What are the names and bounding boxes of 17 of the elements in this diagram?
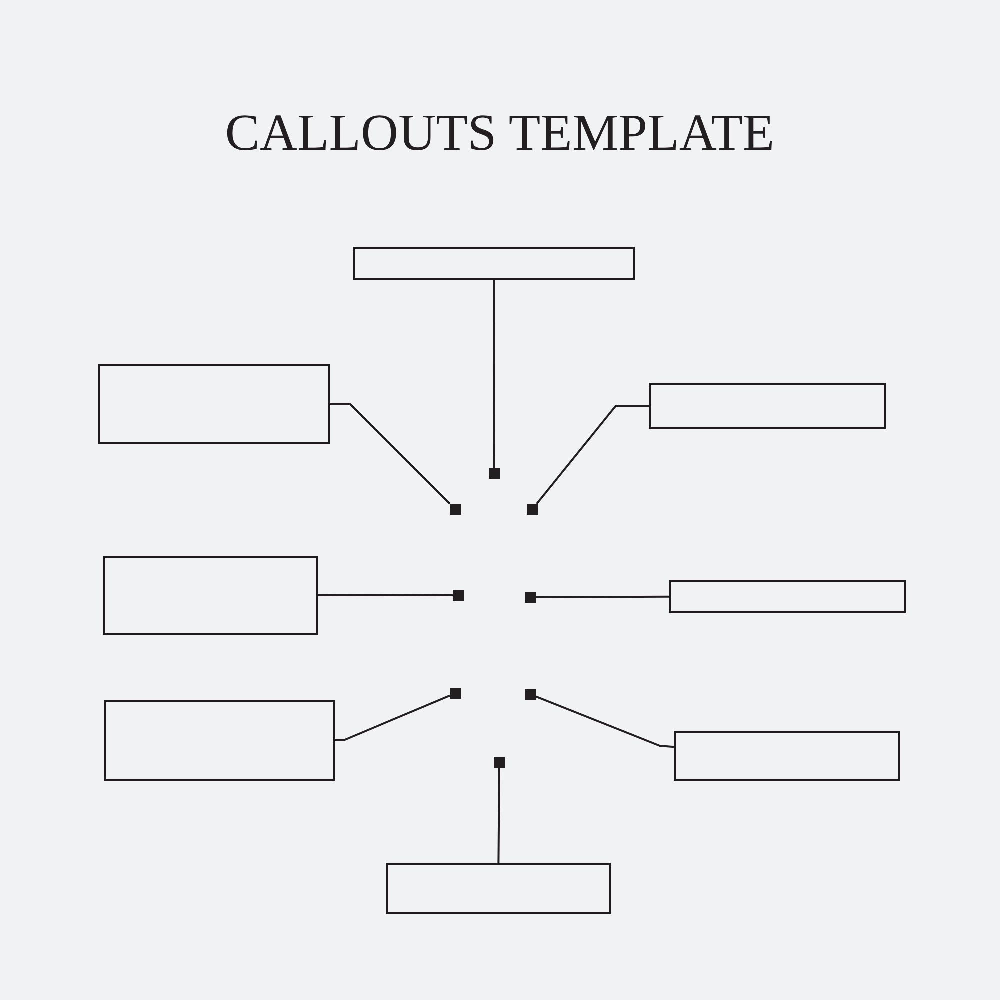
leader-line — [536, 696, 674, 748]
callout-box — [98, 364, 330, 444]
callout-box — [104, 700, 335, 781]
callout-box — [669, 580, 906, 613]
leader-line — [498, 768, 500, 864]
leader-line — [493, 280, 496, 468]
callout-box — [353, 247, 635, 280]
leader-line — [536, 596, 669, 598]
callout-box — [103, 556, 318, 635]
leader-line — [318, 594, 453, 596]
callout-box — [649, 383, 886, 429]
leader-line — [330, 403, 451, 505]
title: CALLOUTS TEMPLATE — [225, 105, 775, 162]
leader-line — [335, 694, 450, 742]
callout-box — [386, 863, 611, 914]
leader-line — [536, 405, 649, 505]
callout-box — [674, 731, 900, 781]
